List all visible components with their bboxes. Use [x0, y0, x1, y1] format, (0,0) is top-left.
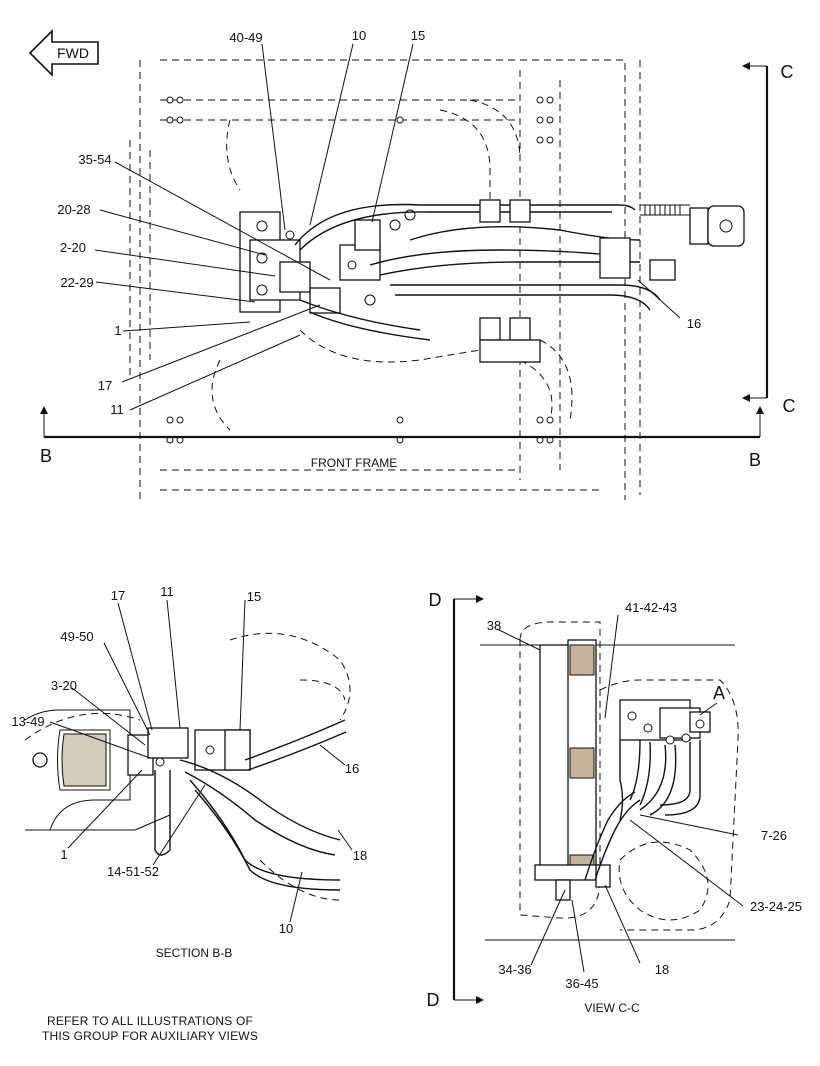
- view-c-c: D D A 38 41-42-43 7-26 23-24-25 34-36 36…: [427, 590, 803, 1015]
- section-bb-caption: SECTION B-B: [156, 946, 233, 960]
- refer-note: REFER TO ALL ILLUSTRATIONS OF THIS GROUP…: [25, 1014, 275, 1044]
- callout-bb-11: 11: [160, 584, 174, 599]
- callout-15: 15: [411, 28, 425, 43]
- view-cc-caption: VIEW C-C: [584, 1001, 640, 1015]
- callout-10: 10: [352, 28, 366, 43]
- callout-20-28: 20-28: [57, 202, 90, 217]
- front-frame-caption: FRONT FRAME: [311, 456, 397, 470]
- refer-note-line-1: REFER TO ALL ILLUSTRATIONS OF: [46, 1014, 254, 1028]
- callout-bb-17: 17: [111, 588, 125, 603]
- callout-35-54: 35-54: [78, 152, 111, 167]
- callout-40-49: 40-49: [229, 30, 262, 45]
- section-b-b-view: 17 11 15 49-50 3-20 13-49 1 14-51-52 16 …: [11, 584, 367, 960]
- callout-cc-36-45: 36-45: [565, 976, 598, 991]
- callout-1: 1: [114, 323, 121, 338]
- section-mark-b-right: B: [749, 450, 761, 470]
- callout-cc-38: 38: [487, 618, 501, 633]
- callout-bb-16: 16: [345, 761, 359, 776]
- front-frame-view: B B C C FRONT FRAME 40-49 10 15 35-54 20…: [40, 28, 796, 500]
- callout-cc-23-24-25: 23-24-25: [750, 899, 802, 914]
- callout-bb-1: 1: [60, 847, 67, 862]
- callout-bb-13-49: 13-49: [11, 714, 44, 729]
- callout-bb-18: 18: [353, 848, 367, 863]
- callout-cc-34-36: 34-36: [498, 962, 531, 977]
- fwd-label: FWD: [57, 45, 89, 61]
- callout-bb-15: 15: [247, 589, 261, 604]
- callout-bb-10: 10: [279, 921, 293, 936]
- section-mark-c-top: C: [781, 62, 794, 82]
- callout-22-29: 22-29: [60, 275, 93, 290]
- callout-cc-41-42-43: 41-42-43: [625, 600, 677, 615]
- section-mark-d-top: D: [429, 590, 442, 610]
- callout-cc-18: 18: [655, 962, 669, 977]
- callout-cc-7-26: 7-26: [761, 828, 787, 843]
- section-mark-b-left: B: [40, 446, 52, 466]
- section-mark-c-bottom: C: [783, 396, 796, 416]
- fwd-arrow-icon: FWD: [28, 29, 99, 77]
- callout-16: 16: [687, 316, 701, 331]
- callout-bb-49-50: 49-50: [60, 629, 93, 644]
- refer-note-line-2: THIS GROUP FOR AUXILIARY VIEWS: [41, 1029, 259, 1043]
- callout-bb-3-20: 3-20: [51, 678, 77, 693]
- callout-2-20: 2-20: [60, 240, 86, 255]
- section-mark-a: A: [713, 683, 725, 703]
- callout-bb-14-51-52: 14-51-52: [107, 864, 159, 879]
- section-mark-d-bottom: D: [427, 990, 440, 1010]
- callout-11: 11: [110, 402, 124, 417]
- callout-17: 17: [98, 378, 112, 393]
